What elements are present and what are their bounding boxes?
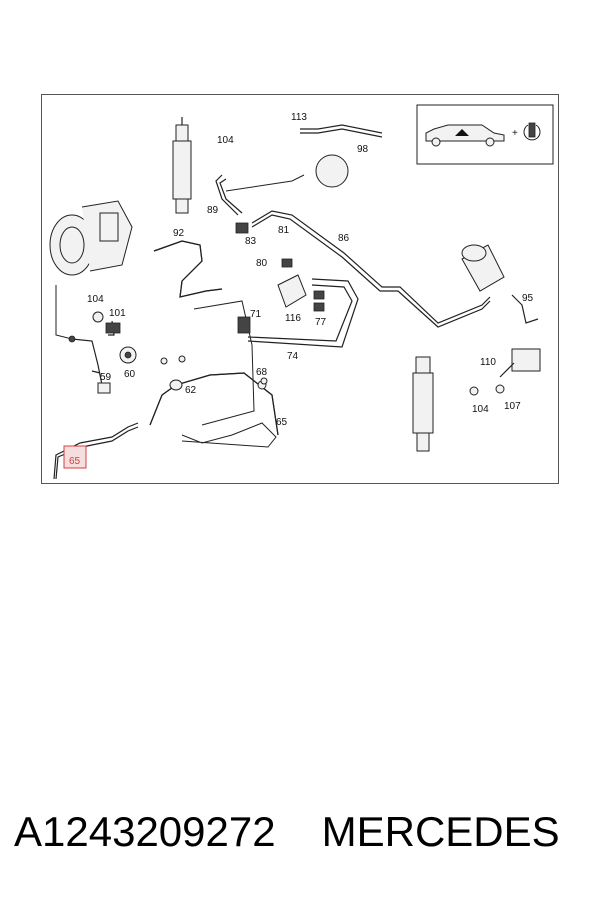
- callout-104-left: 104: [87, 294, 104, 305]
- callout-89: 89: [207, 205, 219, 216]
- callout-83: 83: [245, 236, 257, 247]
- callout-71: 71: [250, 309, 262, 320]
- callout-113: 113: [291, 112, 307, 123]
- car-icon: [425, 124, 505, 147]
- callout-59: 59: [100, 372, 112, 383]
- callout-92: 92: [173, 228, 185, 239]
- highlighted-callout-65: 65: [63, 445, 87, 469]
- shock-absorber-left: [172, 117, 192, 214]
- callout-107: 107: [504, 401, 521, 412]
- compressor: [49, 200, 133, 276]
- rotation-icon: [523, 122, 541, 141]
- shock-absorber-right: [412, 356, 434, 452]
- diagram-drawing: +: [49, 104, 554, 480]
- part-number: A1243209272: [14, 808, 276, 855]
- accumulator-95: [461, 244, 505, 292]
- parts-diagram: +: [41, 94, 559, 484]
- callout-65-highlight: 65: [69, 456, 81, 467]
- callout-68: 68: [256, 367, 268, 378]
- callout-116: 116: [285, 313, 301, 324]
- callout-86: 86: [338, 233, 350, 244]
- callout-81: 81: [278, 225, 290, 236]
- callout-74: 74: [287, 351, 299, 362]
- callout-77: 77: [315, 317, 327, 328]
- plus-icon: +: [512, 128, 518, 139]
- part-footer: A1243209272 MERCEDES: [14, 802, 594, 862]
- callout-80: 80: [256, 258, 268, 269]
- callout-104-right: 104: [472, 404, 489, 415]
- callout-60: 60: [124, 369, 136, 380]
- callout-98: 98: [357, 144, 369, 155]
- valve-unit-116: [277, 274, 307, 308]
- callout-101: 101: [109, 308, 126, 319]
- callout-110: 110: [480, 357, 496, 368]
- callout-65-center: 65: [276, 417, 288, 428]
- callout-62: 62: [185, 385, 197, 396]
- vehicle-inset: +: [416, 104, 554, 165]
- valve-block-110: [499, 348, 541, 378]
- callout-95: 95: [522, 293, 534, 304]
- callout-104-top: 104: [217, 135, 234, 146]
- brand-name: MERCEDES: [321, 808, 560, 855]
- accumulator-98: [315, 154, 349, 188]
